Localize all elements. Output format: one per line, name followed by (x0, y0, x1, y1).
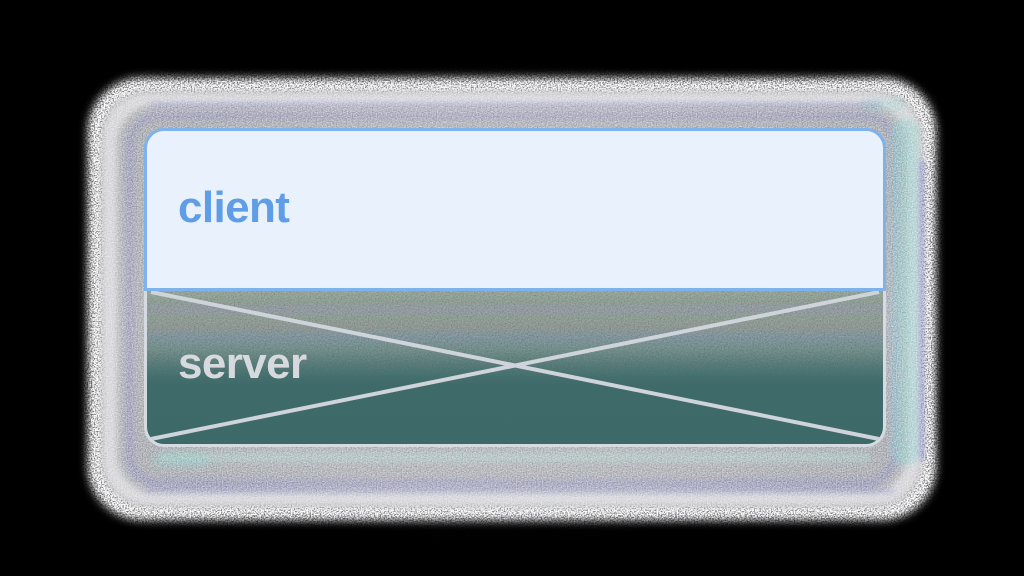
client-label: client (178, 182, 290, 232)
server-label: server (178, 338, 307, 388)
cross-out-x-lines (150, 291, 880, 441)
server-color-noise-texture (147, 291, 883, 371)
server-box: server (144, 291, 886, 447)
client-server-card: client (144, 128, 886, 447)
client-box: client (144, 128, 886, 291)
